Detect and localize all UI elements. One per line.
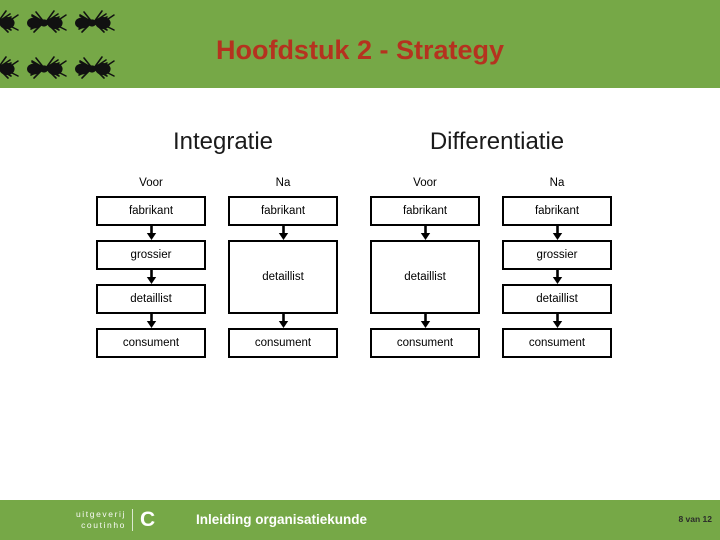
column-label: Voor [139,177,163,189]
ant-decoration-strip [0,0,142,88]
book-title: Inleiding organisatiekunde [196,512,368,527]
logo-divider [132,509,133,531]
flow-arrow-icon [552,314,563,328]
logo-c-mark: C [140,508,156,531]
flow-arrow-icon [552,270,563,284]
flow-node: fabrikant [96,196,206,226]
flow-node: grossier [502,240,612,270]
flow-arrow-icon [420,314,431,328]
flow-arrow-icon [146,226,157,240]
flow-node: fabrikant [370,196,480,226]
publisher-logo-line1: uitgeverij [75,509,126,519]
publisher-logo: uitgeverij coutinho C [22,508,172,534]
flow-node: consument [370,328,480,358]
flow-arrow-icon [552,226,563,240]
flow-arrow-icon [278,314,289,328]
publisher-logo-line2: coutinho [81,520,126,530]
page-title: Hoofdstuk 2 - Strategy [215,35,505,65]
ant-icon [70,3,116,43]
flow-node: grossier [96,240,206,270]
flow-node: detaillist [228,240,338,314]
slide-header: Hoofdstuk 2 - Strategy [0,0,720,88]
flow-node: detaillist [370,240,480,314]
page-indicator: 8 van 12 [678,514,712,524]
flow-node: consument [502,328,612,358]
column-label: Na [275,177,291,189]
flow-node: fabrikant [228,196,338,226]
flow-arrow-icon [146,314,157,328]
ant-icon [22,49,68,88]
column-label: Na [549,177,565,189]
ant-icon [0,49,20,88]
flow-node: consument [228,328,338,358]
flow-node: detaillist [96,284,206,314]
flow-arrow-icon [420,226,431,240]
ant-icon [22,3,68,43]
publisher-logo-text: uitgeverij coutinho [22,509,126,531]
ant-icon [70,49,116,88]
column-label: Voor [413,177,437,189]
flow-arrow-icon [146,270,157,284]
flow-node: consument [96,328,206,358]
flow-node: fabrikant [502,196,612,226]
ant-icon [0,3,20,43]
flow-arrow-icon [278,226,289,240]
panel-heading: Differentiatie [429,128,565,155]
slide-footer: uitgeverij coutinho C Inleiding organisa… [0,500,720,540]
flow-node: detaillist [502,284,612,314]
panel-heading: Integratie [172,128,274,155]
